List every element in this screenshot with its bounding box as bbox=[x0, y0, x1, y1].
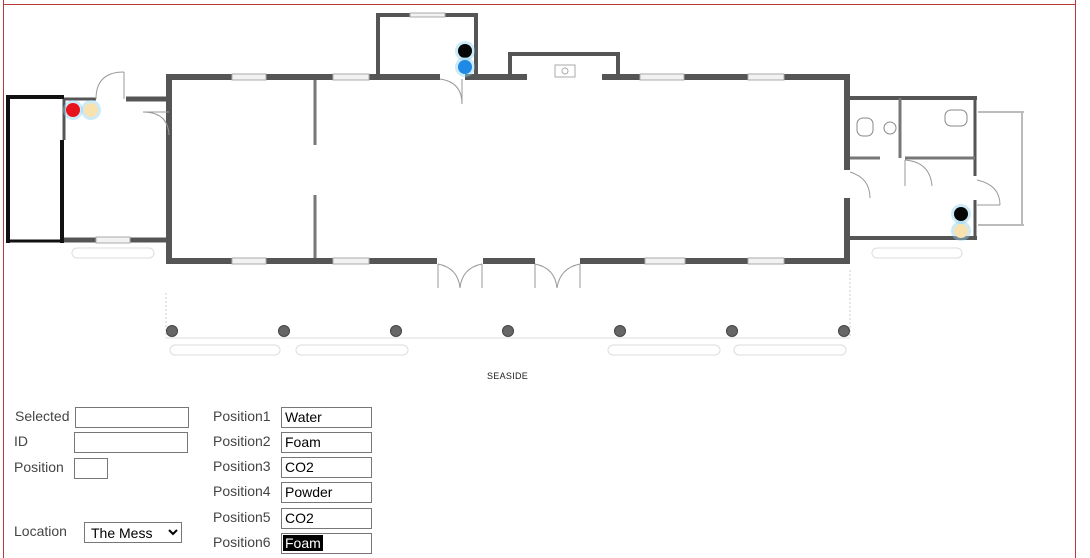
marker-black-1[interactable] bbox=[458, 44, 472, 58]
position-field[interactable] bbox=[74, 458, 108, 479]
position-label: Position bbox=[14, 459, 64, 475]
position6-field[interactable]: Foam bbox=[281, 533, 372, 554]
position2-label: Position2 bbox=[213, 433, 271, 449]
position2-field[interactable]: Foam bbox=[281, 432, 372, 453]
position3-field[interactable]: CO2 bbox=[281, 457, 372, 478]
position4-label: Position4 bbox=[213, 483, 271, 499]
marker-cream-2[interactable] bbox=[954, 224, 968, 238]
right-annex bbox=[849, 96, 1024, 259]
floor-plan bbox=[6, 12, 1024, 356]
position5-label: Position5 bbox=[213, 509, 271, 525]
left-annex bbox=[6, 71, 170, 259]
frame-border-right bbox=[1075, 0, 1076, 558]
id-field[interactable] bbox=[74, 432, 188, 453]
frame-border-left bbox=[3, 0, 4, 558]
id-label: ID bbox=[14, 433, 28, 449]
top-alcove bbox=[508, 52, 620, 79]
windows bbox=[231, 73, 785, 265]
marker-red[interactable] bbox=[66, 103, 80, 117]
bottom-doors bbox=[437, 263, 581, 289]
position3-label: Position3 bbox=[213, 458, 271, 474]
veranda bbox=[165, 270, 851, 356]
selected-field[interactable] bbox=[75, 407, 189, 428]
position4-field[interactable]: Powder bbox=[281, 482, 372, 503]
top-annex bbox=[376, 12, 478, 105]
seaside-label: SEASIDE bbox=[487, 371, 529, 381]
marker-cream-1[interactable] bbox=[84, 103, 98, 117]
position6-label: Position6 bbox=[213, 534, 271, 550]
marker-blue[interactable] bbox=[458, 60, 472, 74]
markers bbox=[63, 41, 971, 241]
selected-label: Selected bbox=[15, 408, 70, 424]
position1-label: Position1 bbox=[213, 408, 271, 424]
position5-field[interactable]: CO2 bbox=[281, 508, 372, 529]
frame-border-top bbox=[4, 4, 1075, 5]
location-label: Location bbox=[14, 523, 67, 539]
position1-field[interactable]: Water bbox=[281, 407, 372, 428]
position6-selected-text: Foam bbox=[283, 535, 323, 551]
location-select[interactable]: The Mess bbox=[84, 522, 182, 543]
building-walls bbox=[166, 74, 850, 264]
marker-black-2[interactable] bbox=[954, 207, 968, 221]
